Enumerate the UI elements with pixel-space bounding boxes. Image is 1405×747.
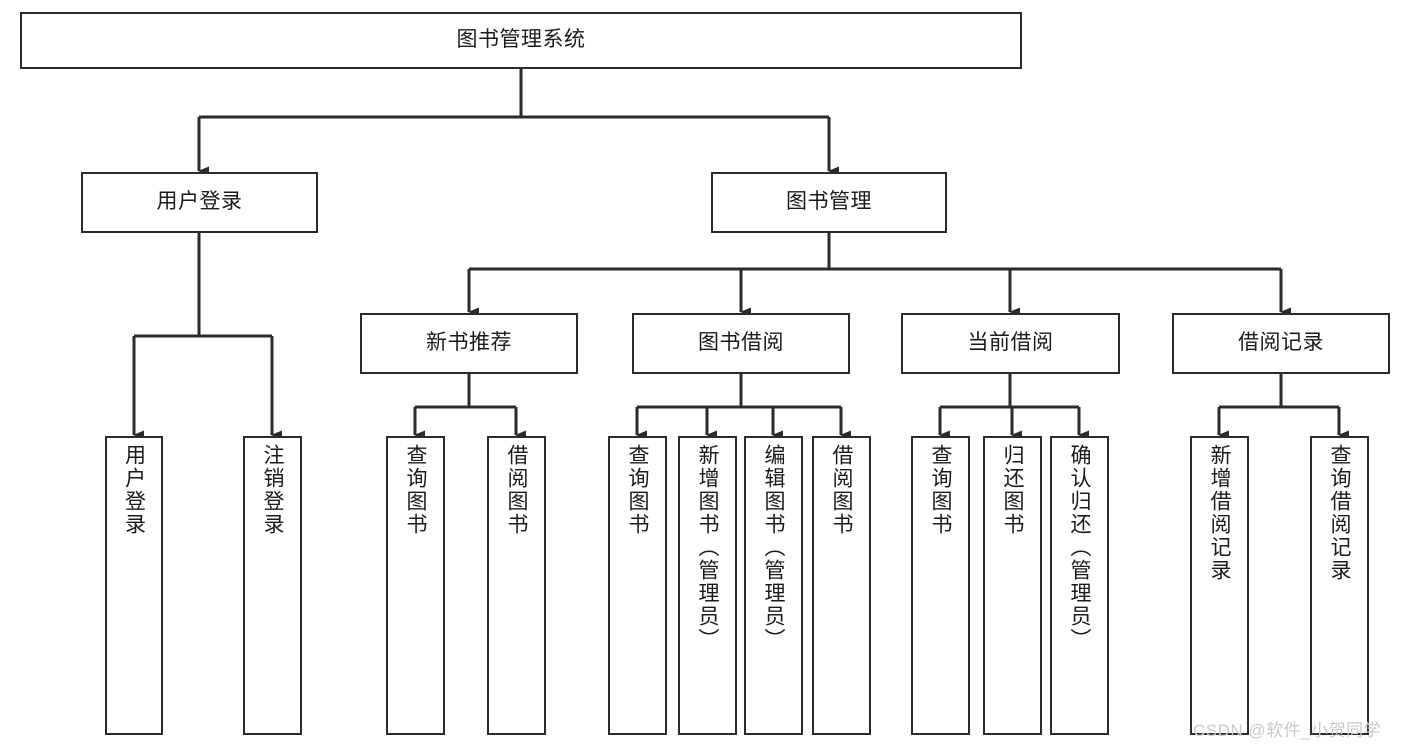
node-label: 确认归还（管理员）: [1068, 444, 1091, 651]
node-leaf_0[interactable]: 用户登录: [105, 436, 163, 735]
node-l2_1[interactable]: 图书借阅: [632, 313, 850, 374]
node-label: 查询借阅记录: [1328, 444, 1351, 582]
edge-group: [132, 69, 1349, 440]
node-label: 借阅记录: [1238, 331, 1324, 355]
node-leaf_3[interactable]: 借阅图书: [487, 436, 546, 735]
node-label: 图书管理: [786, 190, 872, 214]
node-leaf_7[interactable]: 借阅图书: [812, 436, 871, 735]
node-label: 新书推荐: [426, 331, 512, 355]
node-label: 图书借阅: [698, 331, 784, 355]
node-leaf_11[interactable]: 新增借阅记录: [1190, 436, 1249, 735]
node-label: 新增图书（管理员）: [696, 444, 719, 651]
node-leaf_12[interactable]: 查询借阅记录: [1310, 436, 1369, 735]
node-label: 当前借阅: [967, 331, 1054, 355]
node-l1_0[interactable]: 用户登录: [81, 172, 318, 233]
node-label: 查询图书: [404, 444, 427, 536]
node-leaf_1[interactable]: 注销登录: [243, 436, 302, 735]
node-leaf_4[interactable]: 查询图书: [608, 436, 667, 735]
node-label: 用户登录: [122, 444, 146, 536]
node-leaf_2[interactable]: 查询图书: [386, 436, 445, 735]
node-leaf_10[interactable]: 确认归还（管理员）: [1050, 436, 1109, 735]
node-leaf_8[interactable]: 查询图书: [911, 436, 970, 735]
node-label: 借阅图书: [830, 444, 853, 536]
node-label: 注销登录: [261, 444, 284, 536]
node-label: 图书管理系统: [456, 28, 586, 52]
node-l1_1[interactable]: 图书管理: [711, 172, 947, 233]
node-label: 借阅图书: [505, 444, 528, 536]
watermark-label: CSDN @软件_小贺同学: [1193, 721, 1382, 740]
node-l2_3[interactable]: 借阅记录: [1172, 313, 1390, 374]
node-l2_0[interactable]: 新书推荐: [360, 313, 578, 374]
node-label: 用户登录: [156, 190, 243, 214]
node-leaf_9[interactable]: 归还图书: [983, 436, 1042, 735]
node-label: 查询图书: [626, 444, 649, 536]
node-l2_2[interactable]: 当前借阅: [901, 313, 1120, 374]
node-root[interactable]: 图书管理系统: [20, 12, 1022, 69]
node-leaf_5[interactable]: 新增图书（管理员）: [678, 436, 737, 735]
node-leaf_6[interactable]: 编辑图书（管理员）: [744, 436, 803, 735]
node-label: 编辑图书（管理员）: [762, 444, 785, 651]
node-label: 查询图书: [929, 444, 952, 536]
node-label: 新增借阅记录: [1208, 444, 1231, 582]
node-label: 归还图书: [1001, 444, 1024, 536]
